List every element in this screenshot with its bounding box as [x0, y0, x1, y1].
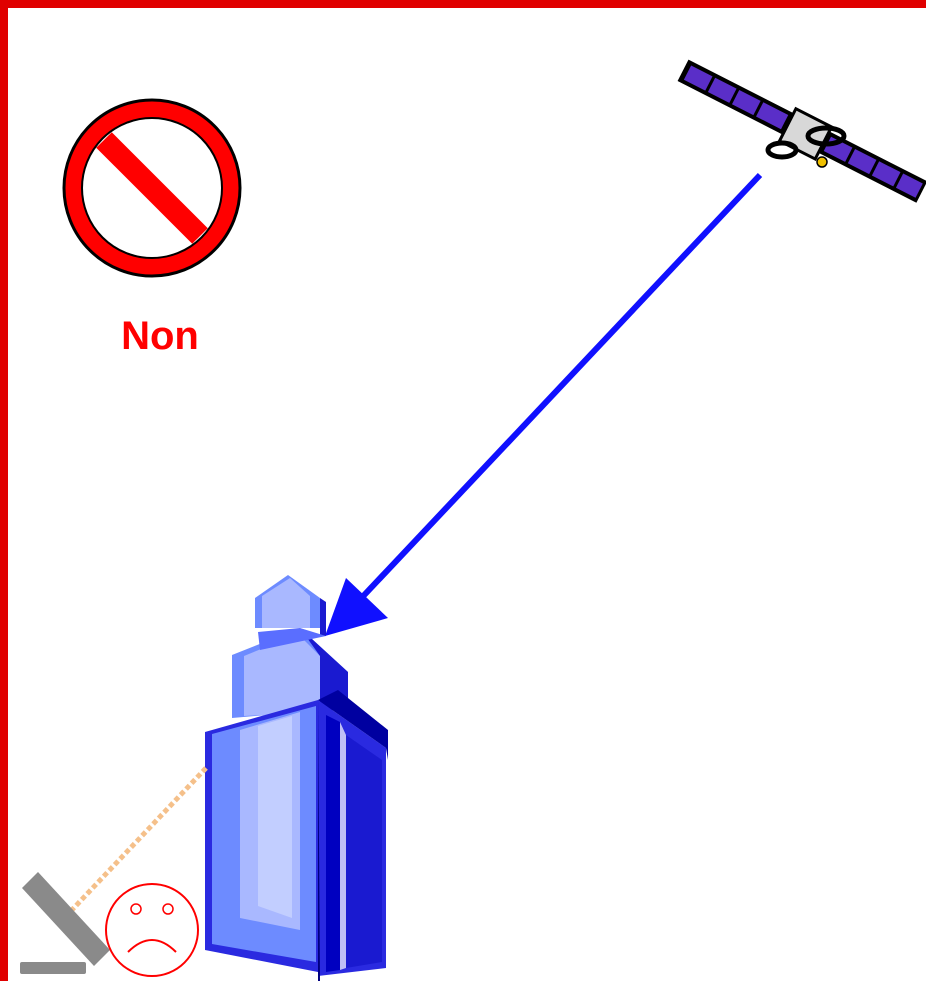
satellite-signal-arrow: [325, 175, 760, 636]
satellite-icon: [674, 55, 926, 209]
prohibition-label: Non: [90, 312, 230, 360]
no-entry-icon: [64, 100, 240, 276]
sad-face-icon: [106, 884, 198, 976]
office-building-icon: [205, 575, 388, 981]
